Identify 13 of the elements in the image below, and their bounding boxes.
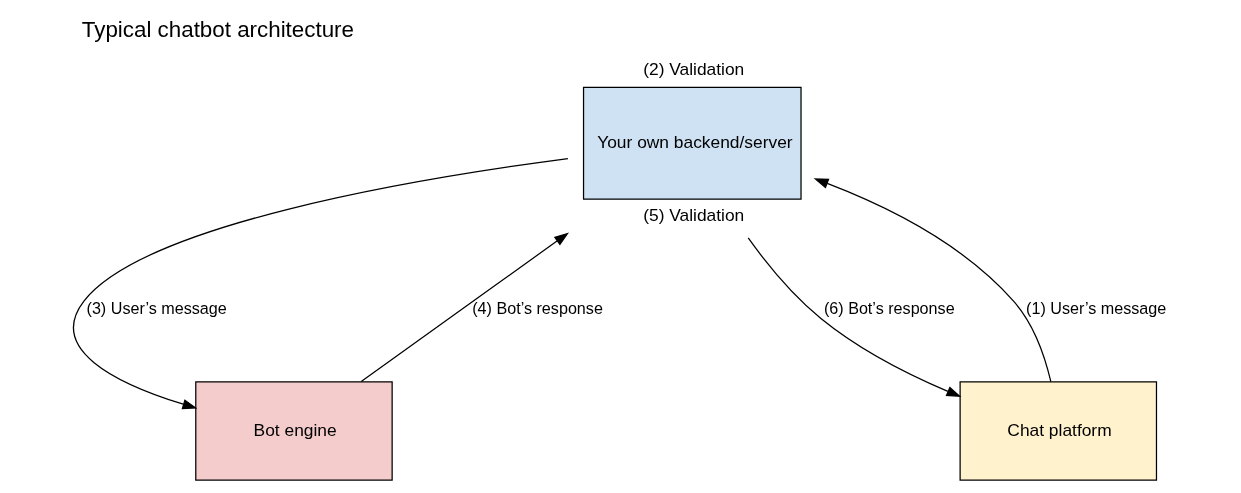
arrow [72, 157, 569, 409]
edge-label: (6) Bot’s response [823, 298, 955, 317]
diagram-title: Typical chatbot architecture [81, 16, 354, 42]
node-box: Chat platform [959, 380, 1157, 481]
node-label: (2) Validation [642, 58, 744, 79]
arrow [747, 236, 961, 397]
arrow [813, 177, 1051, 382]
edge-label: (1) User’s message [1025, 298, 1166, 317]
node-box: Bot engine [194, 380, 393, 481]
edge-label: (3) User’s message [86, 298, 227, 317]
edge-label: (4) Bot’s response [471, 298, 603, 317]
arrow [360, 231, 569, 382]
node-label: (5) Validation [642, 204, 744, 225]
